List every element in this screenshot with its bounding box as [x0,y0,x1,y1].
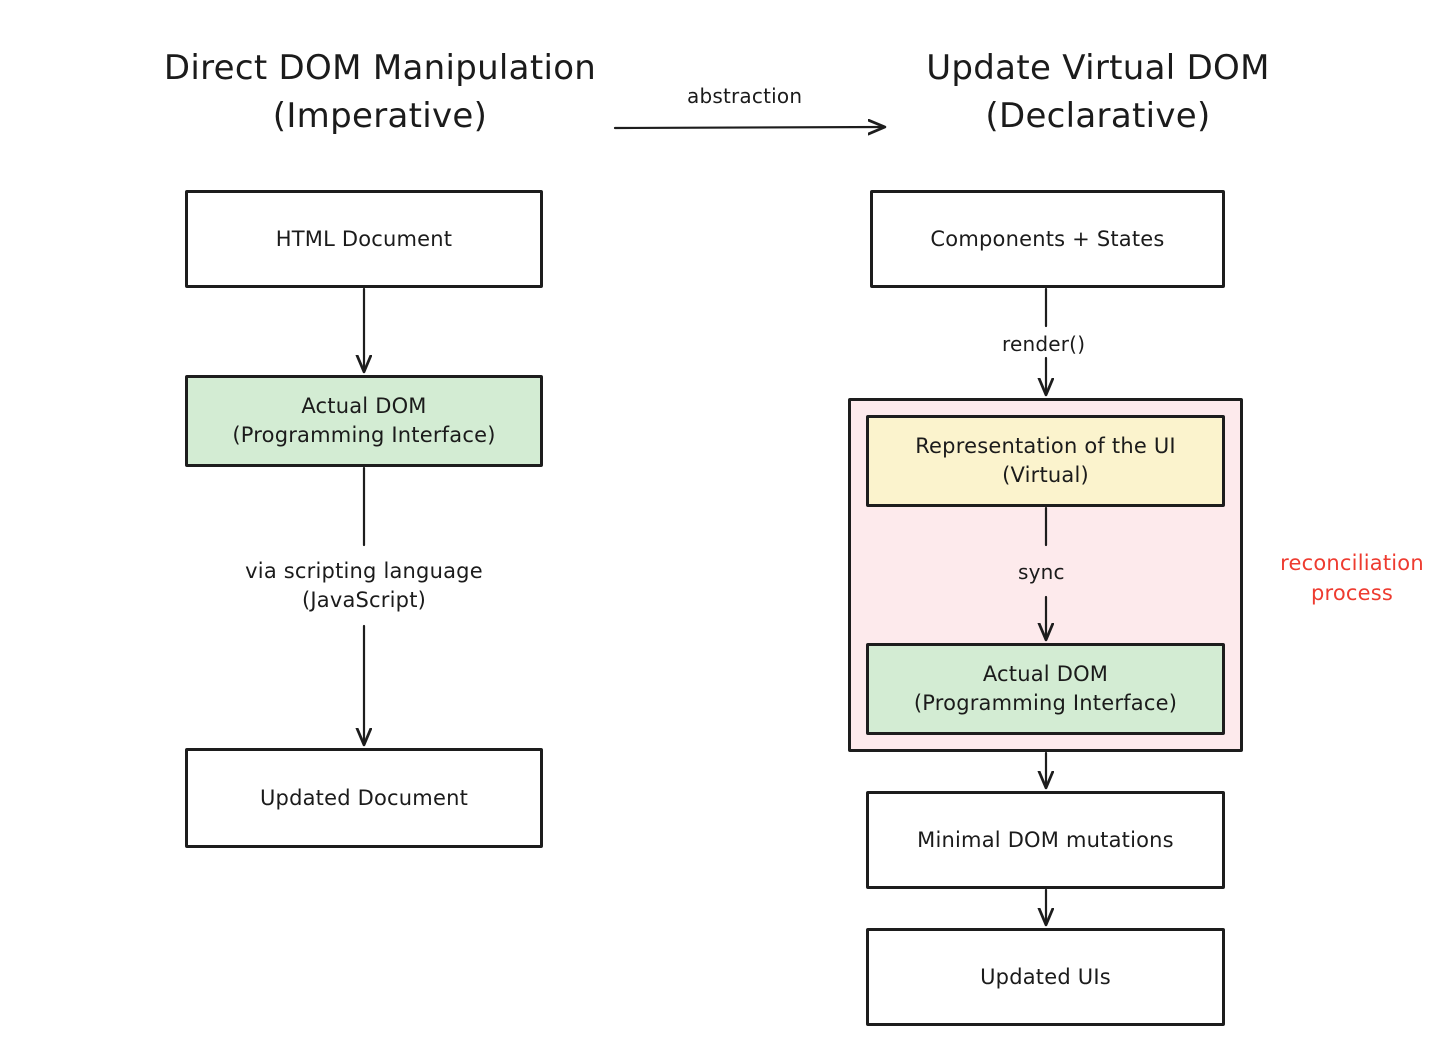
node-representation-of-ui-line2: (Virtual) [1002,463,1089,487]
edge-label-via-scripting-language: via scripting language (JavaScript) [185,557,543,616]
edge-label-sync: sync [1018,560,1065,584]
node-representation-of-ui-line1: Representation of the UI [915,434,1176,459]
node-updated-document[interactable]: Updated Document [185,748,543,848]
via-scripting-line2: (JavaScript) [301,588,427,613]
right-column-title: Update Virtual DOM (Declarative) [828,44,1368,141]
node-actual-dom-left[interactable]: Actual DOM (Programming Interface) [185,375,543,467]
node-actual-dom-right-line1: Actual DOM [982,662,1109,687]
node-updated-uis[interactable]: Updated UIs [866,928,1225,1026]
right-title-line1: Update Virtual DOM [926,48,1270,88]
node-components-states[interactable]: Components + States [870,190,1225,288]
node-representation-of-ui[interactable]: Representation of the UI (Virtual) [866,415,1225,507]
node-minimal-dom-mutations-label: Minimal DOM mutations [917,827,1174,852]
via-scripting-line1: via scripting language [245,559,483,583]
node-components-states-label: Components + States [930,226,1165,251]
left-title-line2: (Imperative) [272,96,488,137]
node-actual-dom-left-line1: Actual DOM [301,394,427,419]
right-title-line2: (Declarative) [985,96,1211,137]
left-column-title: Direct DOM Manipulation (Imperative) [100,44,660,141]
node-actual-dom-left-line2: (Programming Interface) [232,423,496,447]
node-html-document-label: HTML Document [275,226,453,251]
node-minimal-dom-mutations[interactable]: Minimal DOM mutations [866,791,1225,889]
edge-label-render: render() [1002,332,1086,356]
abstraction-label: abstraction [687,84,803,108]
node-actual-dom-right[interactable]: Actual DOM (Programming Interface) [866,643,1225,735]
reconciliation-annotation-line1: reconciliation [1280,551,1424,575]
reconciliation-annotation: reconciliation process [1262,548,1442,609]
node-updated-document-label: Updated Document [259,785,469,810]
reconciliation-annotation-line2: process [1310,581,1394,606]
node-updated-uis-label: Updated UIs [980,964,1111,989]
left-title-line1: Direct DOM Manipulation [163,48,597,88]
node-html-document[interactable]: HTML Document [185,190,543,288]
node-actual-dom-right-line2: (Programming Interface) [913,691,1178,715]
